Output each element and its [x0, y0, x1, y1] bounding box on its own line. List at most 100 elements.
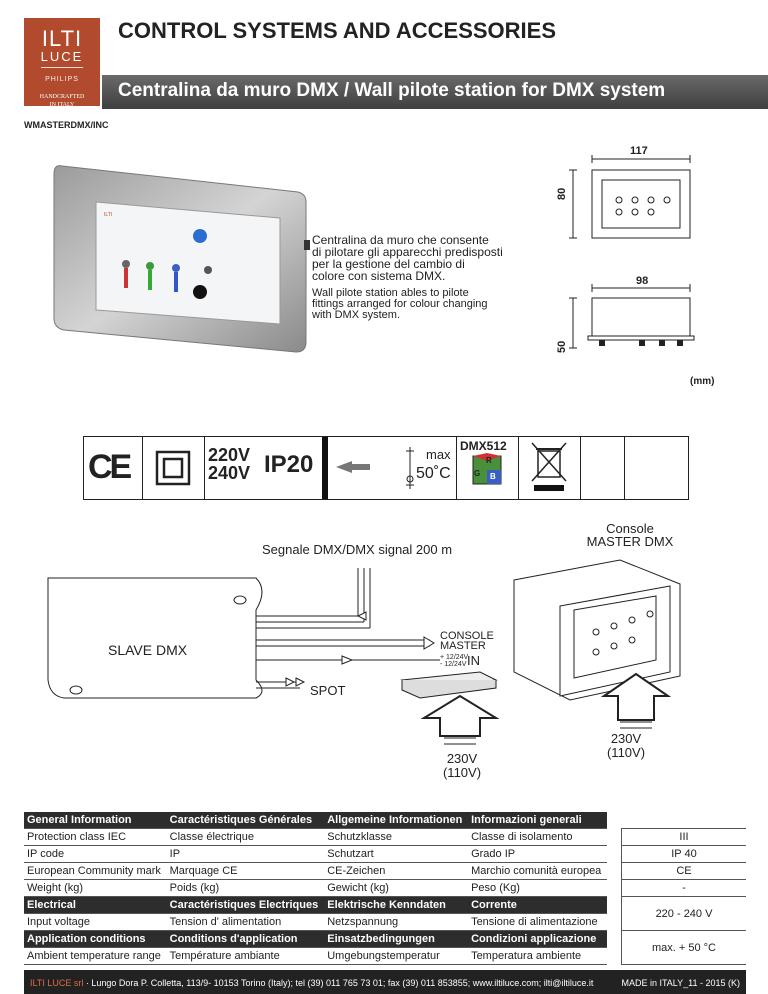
svg-text:ILTI: ILTI — [104, 212, 112, 218]
arrow-left-icon — [336, 447, 414, 489]
table-header: General Information — [24, 812, 167, 829]
table-header: Caractéristiques Générales — [166, 812, 325, 829]
spot-label: SPOT — [310, 683, 346, 698]
dimension-drawing — [569, 155, 695, 349]
table-cell: Tensione di alimentazione — [468, 913, 607, 931]
subtitle-bar — [102, 75, 768, 109]
table-gap — [607, 913, 622, 931]
ce-mark: CE — [84, 437, 143, 499]
rgb-r: R — [486, 456, 492, 465]
logo-luce: LUCE — [40, 49, 84, 64]
logo-rule — [41, 67, 83, 68]
description-it-line: Centralina da muro che consente — [312, 233, 489, 247]
description-it-line: colore con sistema DMX. — [312, 269, 446, 283]
table-cell: Température ambiante — [166, 947, 325, 965]
table-cell: Grado IP — [468, 845, 607, 863]
v110-right: (110V) — [606, 745, 646, 760]
console-title-1: Console — [606, 521, 654, 536]
temperature-cell: max 50˚C — [330, 437, 457, 499]
table-gap — [607, 862, 622, 880]
dmx-cell: DMX512 R G B — [456, 437, 519, 499]
product-photo: ILTI — [53, 165, 310, 353]
table-header: Condizioni applicazione — [468, 930, 607, 948]
voltage-240: 240V — [208, 463, 251, 483]
console-master-2: MASTER — [440, 640, 486, 652]
max-label: max — [426, 447, 451, 462]
table-header-row: Application conditions Conditions d'appl… — [24, 930, 746, 965]
minus-voltage: - 12/24V — [440, 661, 467, 668]
table-value: max. + 50 °C — [621, 930, 746, 965]
footer-brand: ILTI LUCE srl — [30, 978, 84, 988]
logo-philips: PHILIPS — [45, 76, 79, 83]
table-gap — [607, 828, 622, 846]
voltage-range: 220V 240V — [208, 446, 250, 482]
table-value: CE — [621, 862, 746, 880]
table-cell: Schutzklasse — [324, 828, 469, 846]
input-voltage-left: 230V (110V) — [432, 752, 492, 780]
description-it-line: di pilotare gli apparecchi predisposti — [312, 245, 503, 259]
table-header-row: Electrical Caractéristiques Electriques … — [24, 896, 746, 931]
ip-bar — [322, 437, 328, 499]
signal-label: Segnale DMX/DMX signal 200 m — [262, 542, 453, 557]
table-header-row: General Information Caractéristiques Gén… — [24, 812, 746, 829]
console-title-2: MASTER DMX — [586, 534, 674, 549]
spec-table: General Information Caractéristiques Gén… — [24, 812, 746, 965]
description-it-line: per la gestione del cambio di — [312, 257, 465, 271]
table-cell: Marquage CE — [166, 862, 325, 880]
voltage-in-label: + 12/24V - 12/24V — [440, 654, 468, 668]
table-value: 220 - 240 V — [621, 896, 746, 931]
in-label: IN — [467, 653, 480, 668]
table-header: Application conditions — [24, 930, 167, 948]
table-header: Elektrische Kenndaten — [324, 896, 469, 914]
ip-rating: IP20 — [264, 451, 314, 478]
table-cell: Classe di isolamento — [468, 828, 607, 846]
ce-icon: CE — [88, 448, 132, 486]
description-en-line: fittings arranged for colour changing — [312, 298, 488, 310]
input-voltage-right: 230V (110V) — [596, 732, 656, 760]
brand-logo: ILTI LUCE PHILIPS HANDCRAFTED IN ITALY — [24, 18, 100, 108]
plus-voltage: + 12/24V — [440, 654, 469, 661]
table-gap — [607, 879, 622, 897]
logo-handcrafted-1: HANDCRAFTED — [39, 94, 85, 100]
table-gap — [607, 947, 622, 965]
max-temp: 50˚C — [416, 465, 451, 482]
console-master-label: CONSOLE MASTER — [440, 631, 494, 652]
table-cell: Input voltage — [24, 913, 167, 931]
page-subtitle: Centralina da muro DMX / Wall pilote sta… — [118, 80, 666, 101]
rgb-b: B — [490, 472, 496, 481]
dim-front-height: 80 — [556, 187, 568, 200]
table-gap — [607, 896, 622, 914]
certification-strip: CE 220V 240V IP20 max 50˚C DMX512 R G B — [83, 436, 689, 500]
table-cell: Weight (kg) — [24, 879, 167, 897]
table-cell: Temperatura ambiente — [468, 947, 607, 965]
table-row: Weight (kg)Poids (kg)Gewicht (kg)Peso (K… — [24, 879, 746, 897]
dim-unit: (mm) — [690, 376, 715, 387]
table-header: Electrical — [24, 896, 167, 914]
logo-handcrafted-2: IN ITALY — [49, 102, 75, 108]
v110-left: (110V) — [442, 765, 482, 780]
product-code: WMASTERDMX/INC — [24, 120, 109, 130]
table-gap — [607, 845, 622, 863]
footer-made-in: MADE in ITALY_11 - 2015 (K) — [621, 978, 740, 988]
empty-cell — [624, 437, 688, 499]
footer-address: ILTI LUCE srl · Lungo Dora P. Colletta, … — [30, 978, 593, 988]
dim-side-height: 50 — [556, 340, 568, 353]
table-cell: Netzspannung — [324, 913, 469, 931]
logo-ilti: ILTI — [41, 26, 83, 51]
table-cell: Tension d' alimentation — [166, 913, 325, 931]
footer-address-text: · Lungo Dora P. Colletta, 113/9- 10153 T… — [83, 978, 594, 988]
description-en: Wall pilote station ables to pilote fitt… — [312, 288, 488, 321]
v230-left: 230V — [446, 751, 478, 766]
description-en-line: Wall pilote station ables to pilote — [312, 287, 469, 299]
dmx-label: DMX512 — [460, 439, 507, 453]
table-value: III — [621, 828, 746, 846]
empty-cell — [580, 437, 625, 499]
dim-side-width: 98 — [636, 275, 649, 287]
table-cell: Marchio comunità europea — [468, 862, 607, 880]
weee-cell — [518, 437, 581, 499]
description-en-line: with DMX system. — [312, 309, 401, 321]
